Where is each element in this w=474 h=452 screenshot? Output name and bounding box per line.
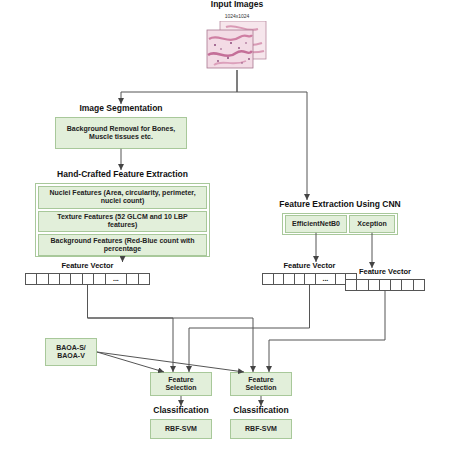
box-body: RBF-SVM [230, 419, 292, 439]
optimizer-box: BAOA-S/ BAOA-V [45, 338, 97, 366]
image-title: Input Images [180, 0, 294, 10]
node-text: RBF-SVM [245, 425, 277, 433]
selection-box: Feature Selection [150, 372, 212, 396]
vector-label: Feature Vector [252, 262, 367, 271]
node-heading: Classification [210, 406, 312, 416]
node-text: Nuclei Features (Area, circularity, peri… [42, 189, 203, 205]
vector-cells: ... [263, 273, 357, 285]
connector-arrow [261, 396, 262, 406]
connector-arrow [372, 233, 373, 268]
feature-vector: Feature Vector [345, 268, 425, 291]
process-box: Image SegmentationBackground Removal for… [55, 104, 187, 149]
vector-label: Feature Vector [15, 262, 160, 271]
feature-box: Background Features (Red-Blue count with… [38, 234, 207, 256]
connector-arrow [122, 257, 123, 262]
vector-label: Feature Vector [335, 268, 435, 277]
node-text: BAOA-S/ BAOA-V [49, 344, 93, 360]
box-body: Background Removal for Bones, Muscle tis… [55, 117, 187, 149]
feature-group: Hand-Crafted Feature ExtractionNuclei Fe… [35, 170, 210, 257]
connector-arrow [181, 396, 182, 406]
node-heading: Classification [130, 406, 232, 416]
feature-vector: Feature Vector... [262, 262, 357, 285]
model-box: EfficientNetB0 [285, 215, 347, 233]
group-body: Nuclei Features (Area, circularity, peri… [35, 183, 210, 257]
group-heading: Hand-Crafted Feature Extraction [15, 170, 230, 180]
classifier-box: ClassificationRBF-SVM [150, 406, 212, 439]
ellipsis: ... [113, 275, 119, 282]
tissue-pattern [208, 51, 252, 56]
connector-arrow [237, 70, 307, 200]
classifier-box: ClassificationRBF-SVM [230, 406, 292, 439]
node-text: Background Features (Red-Blue count with… [42, 237, 203, 253]
model-box: Xception [349, 215, 395, 233]
vector-cell [138, 273, 150, 285]
connector-arrow [269, 291, 385, 372]
node-text: Texture Features (52 GLCM and 10 LBP fea… [42, 213, 203, 229]
tissue-thumbnail [206, 21, 268, 69]
feature-box: Nuclei Features (Area, circularity, peri… [38, 186, 207, 209]
tissue-front [207, 30, 253, 68]
size-label: 1024x1024 [200, 13, 274, 19]
connector-arrow [121, 70, 237, 104]
group-heading: Feature Extraction Using CNN [262, 200, 418, 210]
connector-arrow [88, 285, 254, 372]
connector-arrow [121, 149, 122, 170]
nuclei-dots [214, 42, 250, 64]
box-body: RBF-SVM [150, 419, 212, 439]
connector-arrow [189, 285, 310, 372]
node-text: Feature Selection [154, 376, 208, 392]
vector-cell: ... [315, 273, 336, 285]
ellipsis: ... [322, 275, 328, 282]
vector-cell: ... [105, 273, 128, 285]
tissue-pattern [209, 35, 252, 40]
feature-box: Texture Features (52 GLCM and 10 LBP fea… [38, 211, 207, 232]
connector-arrow [88, 285, 174, 372]
node-text: Feature Selection [234, 376, 288, 392]
feature-vector: Feature Vector... [25, 262, 150, 285]
input-image: Input Images1024x1024 [200, 0, 274, 70]
connector-arrow [97, 352, 164, 372]
connector-arrow [316, 233, 317, 262]
vector-cells: ... [26, 273, 150, 285]
node-text: Background Removal for Bones, Muscle tis… [59, 125, 183, 141]
model-group: Feature Extraction Using CNNEfficientNet… [282, 200, 398, 235]
selection-box: Feature Selection [230, 372, 292, 396]
node-text: Xception [357, 220, 387, 228]
node-heading: Image Segmentation [35, 104, 207, 114]
vector-cell [413, 279, 425, 291]
group-body: EfficientNetB0 Xception [282, 213, 398, 235]
node-text: RBF-SVM [165, 425, 197, 433]
tissue-pattern [214, 61, 246, 65]
connector-arrow [97, 352, 244, 372]
vector-cells [346, 279, 425, 291]
node-text: EfficientNetB0 [292, 220, 340, 228]
